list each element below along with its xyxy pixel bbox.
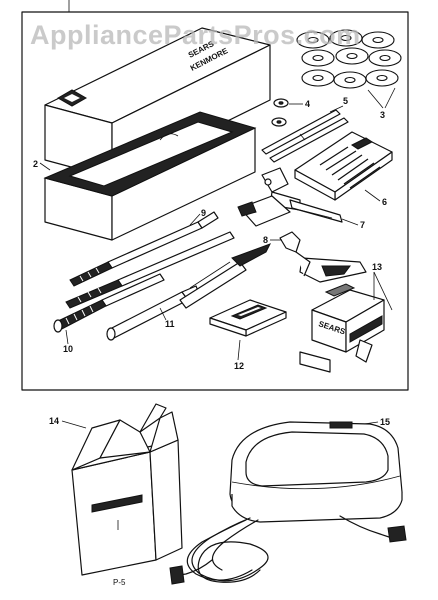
- power-cord: [169, 515, 407, 585]
- callout-2: 2: [33, 159, 38, 169]
- callout-4: 4: [305, 99, 310, 109]
- callout-10: 10: [63, 344, 73, 354]
- callout-8: 8: [263, 235, 268, 245]
- callout-12: 12: [234, 361, 244, 371]
- accessory-kit-frame: [21, 11, 409, 391]
- watermark-text: AppliancePartsPros.com: [30, 20, 361, 50]
- plug-icon: [169, 565, 185, 585]
- callout-11: 11: [165, 319, 175, 329]
- attachment-box: SEARS KENMORE: [43, 27, 271, 241]
- screwdriver-rods: [261, 109, 349, 163]
- callout-14: 14: [49, 416, 59, 426]
- buttonhole-plate: [209, 299, 287, 337]
- foot-control: [229, 421, 403, 523]
- callout-3: 3: [380, 110, 385, 120]
- carton-box: [71, 403, 183, 576]
- blind-stitch-foot: [279, 231, 367, 283]
- callout-7: 7: [360, 220, 365, 230]
- presser-foot-assembly: [237, 167, 343, 227]
- callout-5: 5: [343, 96, 348, 106]
- bobbins-group: [296, 29, 402, 89]
- callout-13: 13: [372, 262, 382, 272]
- callout-9: 9: [201, 208, 206, 218]
- callout-6: 6: [382, 197, 387, 207]
- buttonholer-attachment: SEARS: [299, 283, 385, 373]
- page-code: P-5: [113, 578, 126, 587]
- spool-felts: [271, 98, 289, 127]
- seam-ripper-brush: [106, 243, 272, 341]
- callout-15: 15: [380, 417, 390, 427]
- connector-icon: [387, 525, 407, 543]
- screwdrivers: [53, 211, 235, 333]
- needle-pack: [294, 131, 393, 201]
